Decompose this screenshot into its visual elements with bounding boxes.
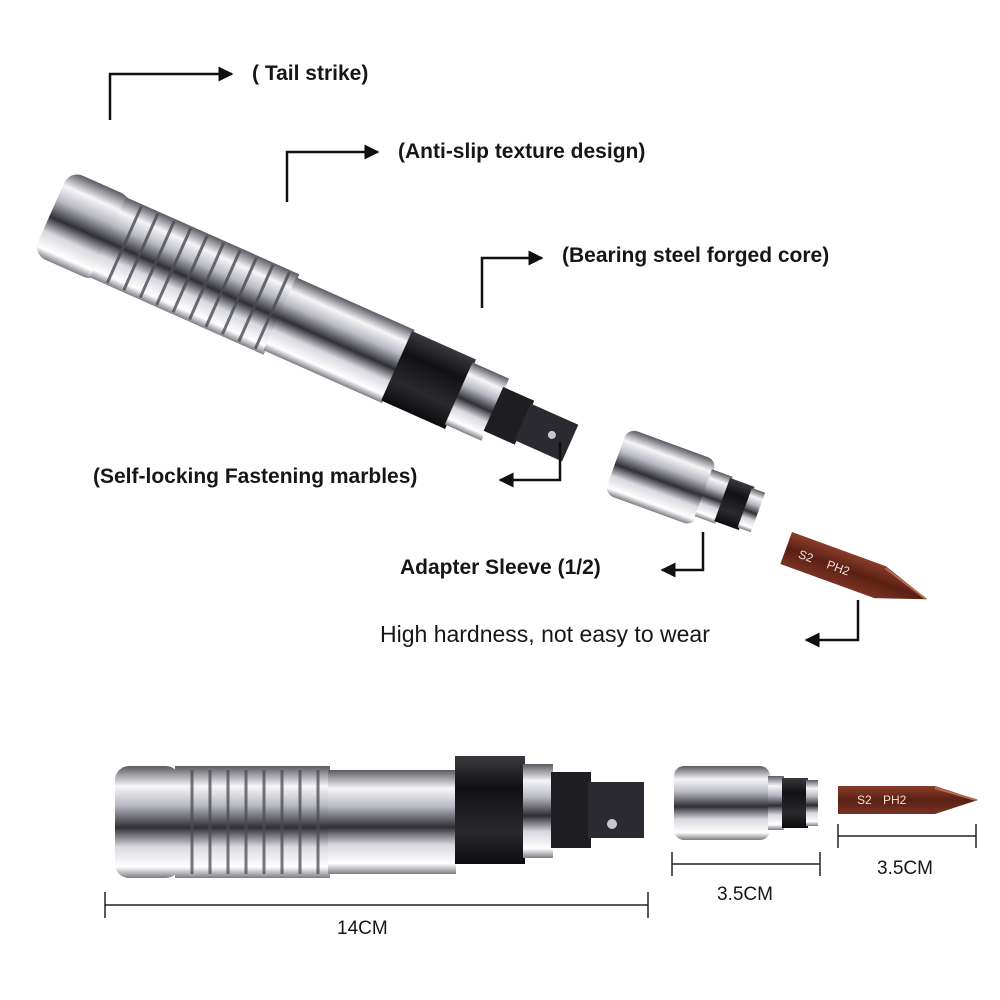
driver-handle-angled xyxy=(37,174,579,462)
arrow-anti-slip xyxy=(285,144,380,202)
callout-adapter: Adapter Sleeve (1/2) xyxy=(400,556,601,579)
callout-forged-core: (Bearing steel forged core) xyxy=(562,244,830,267)
arrow-hardness xyxy=(804,600,860,648)
dimension-sleeve-length: 3.5CM xyxy=(717,884,773,905)
adapter-sleeve-angled xyxy=(606,430,766,533)
callout-arrows xyxy=(108,66,860,648)
bit-marking-steel: S2 xyxy=(797,547,816,565)
callout-marbles: (Self-locking Fastening marbles) xyxy=(93,465,418,488)
callout-hardness: High hardness, not easy to wear xyxy=(380,621,710,647)
bit-marking-type-2: PH2 xyxy=(883,793,907,807)
bit-marking-steel-2: S2 xyxy=(857,793,872,807)
screwdriver-bit-straight: S2 PH2 xyxy=(838,786,978,814)
dimension-driver-length: 14CM xyxy=(337,918,388,939)
arrow-adapter xyxy=(660,532,705,578)
dimension-lines xyxy=(104,824,977,918)
arrow-forged-core xyxy=(480,250,544,308)
driver-handle-straight xyxy=(115,756,644,878)
adapter-sleeve-straight xyxy=(674,766,818,840)
dimension-bit-length: 3.5CM xyxy=(877,858,933,879)
screwdriver-bit-angled: S2 PH2 xyxy=(780,532,928,600)
callout-tail-strike: ( Tail strike) xyxy=(252,62,369,85)
callout-anti-slip: (Anti-slip texture design) xyxy=(398,140,646,163)
arrow-marbles xyxy=(498,442,562,488)
arrow-tail-strike xyxy=(108,66,234,120)
